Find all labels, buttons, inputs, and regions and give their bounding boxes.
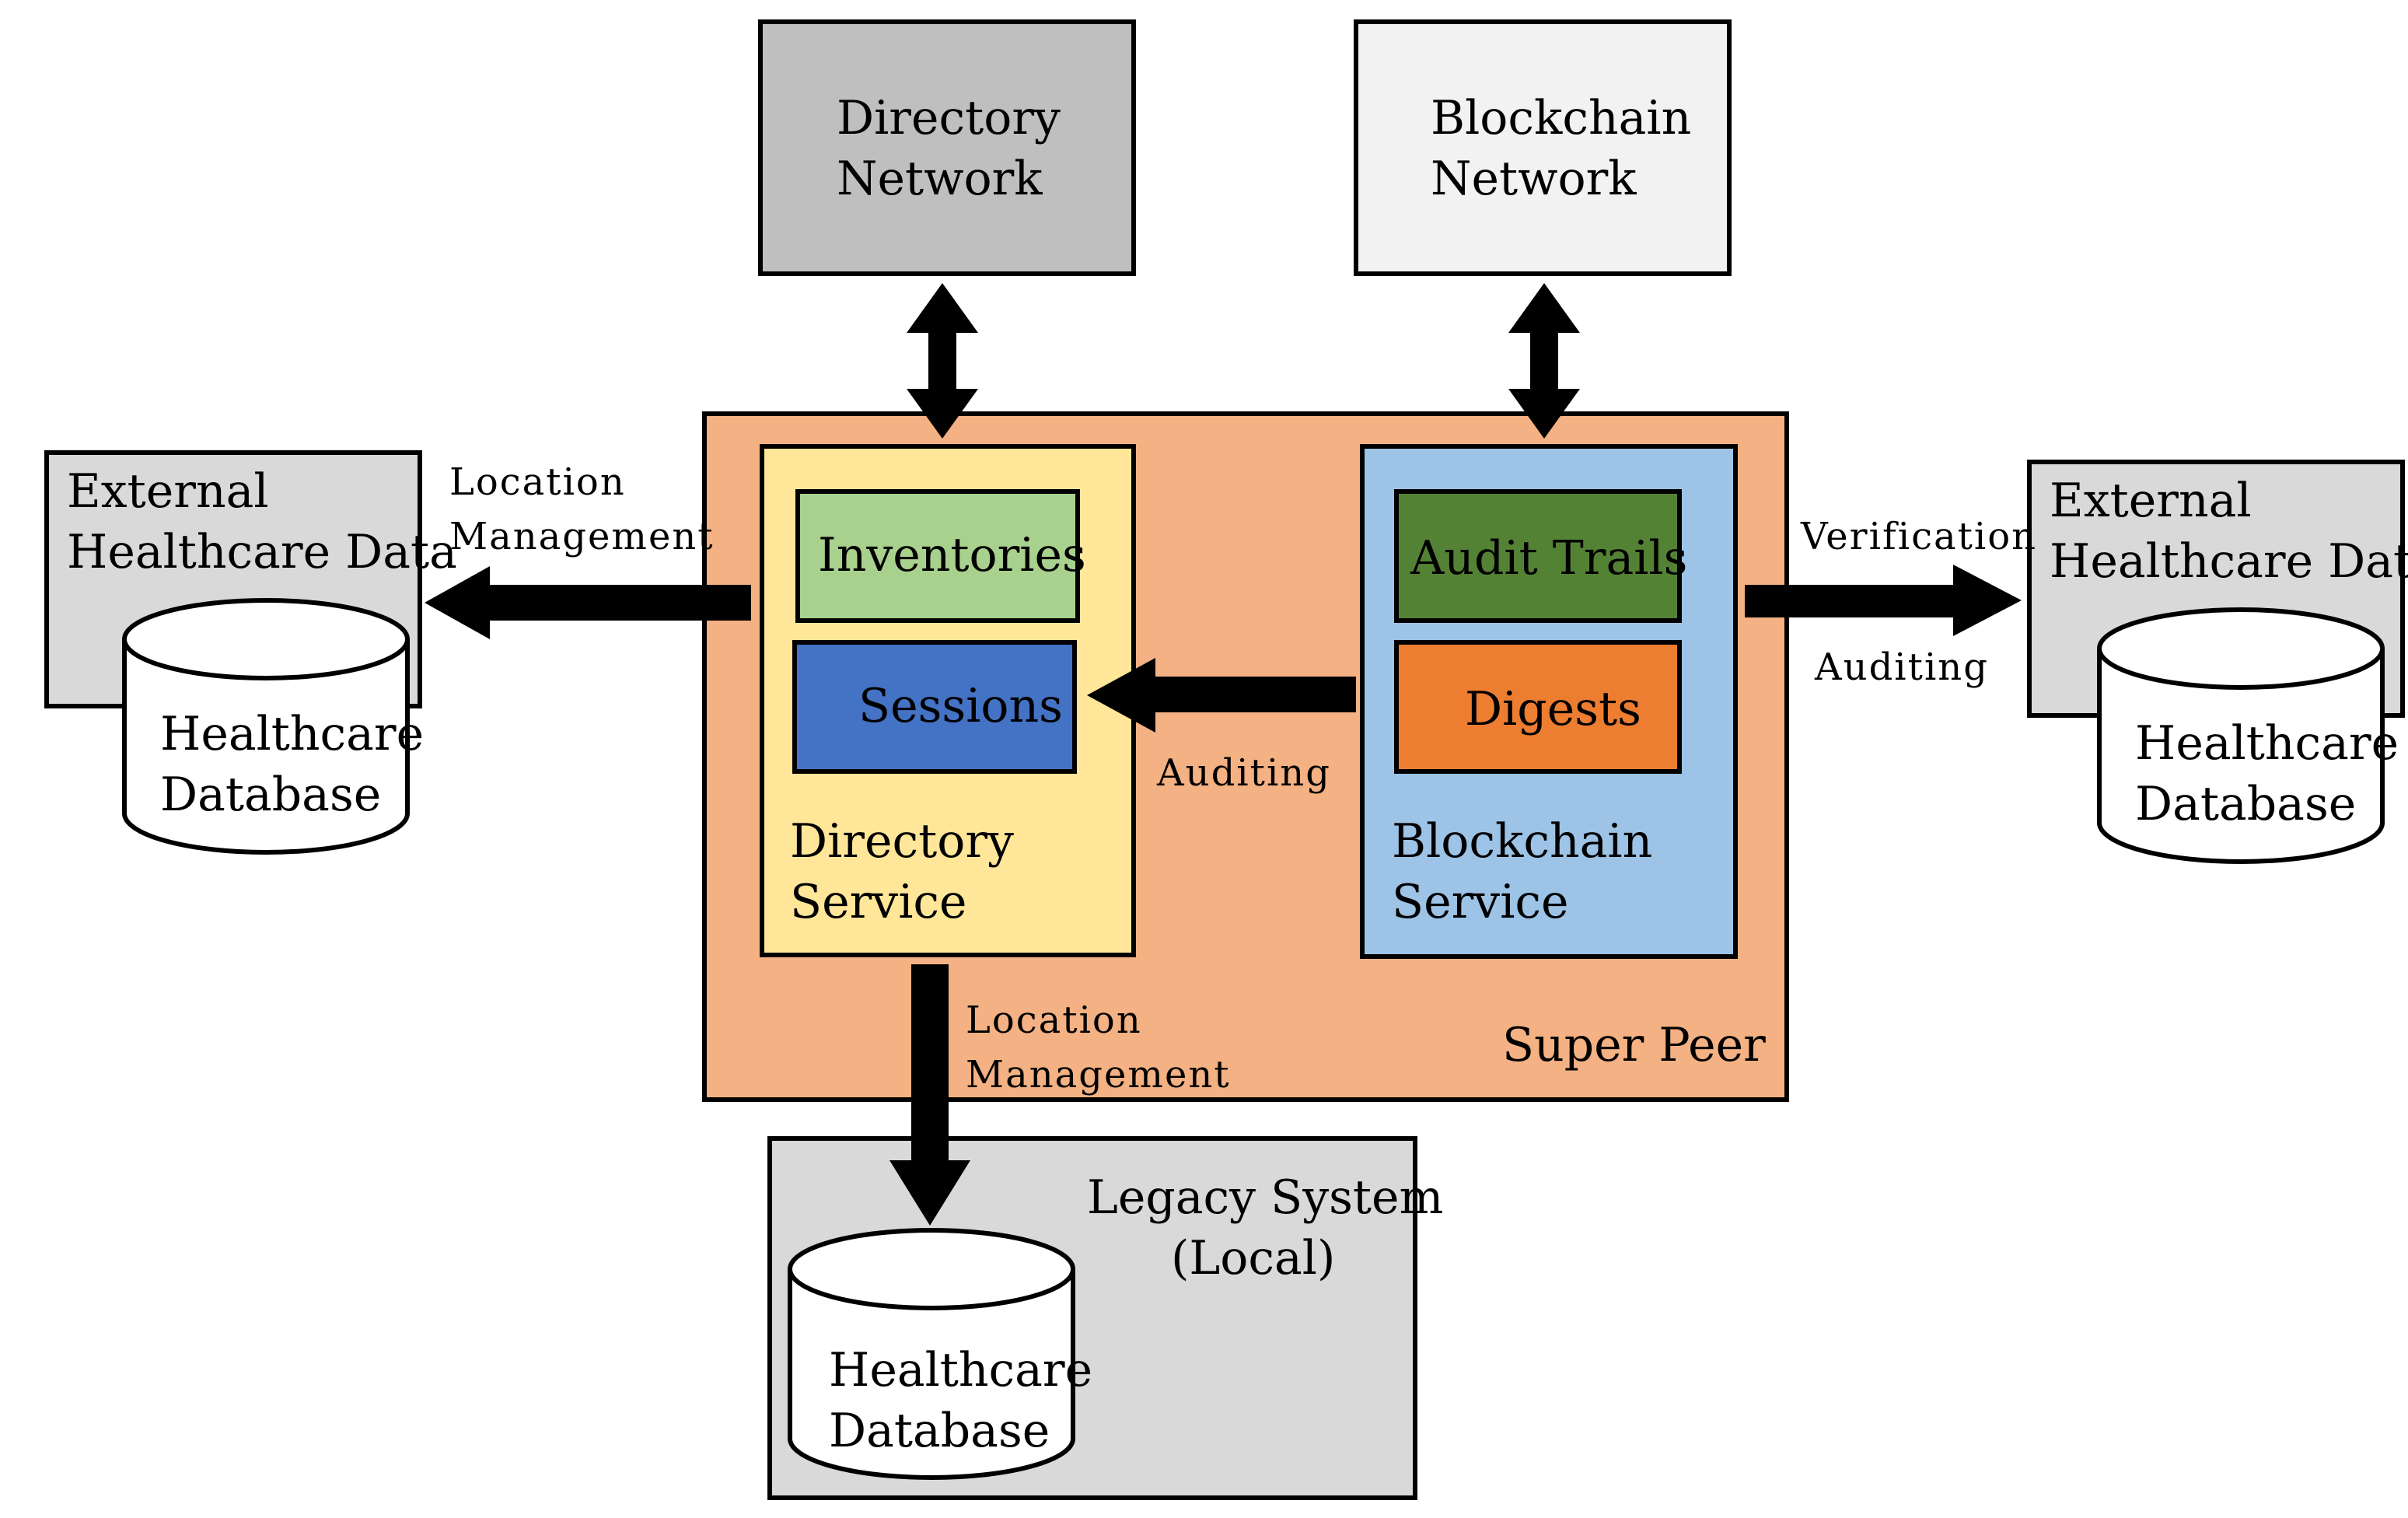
external-healthcare-data-left: External Healthcare Data Healthcare Data… [44, 450, 457, 855]
legacy-database-icon [788, 1228, 1075, 1480]
external-right-database-icon [2097, 607, 2385, 864]
legacy-db-label-line1: Healthcare [829, 1343, 1092, 1397]
directory-network-label-line1: Directory [837, 91, 1061, 145]
blockchain-service-label-line2: Service [1392, 875, 1569, 929]
legacy-system-label-line1: Legacy System [1087, 1170, 1443, 1225]
blockchain-network-node: Blockchain Network [1354, 19, 1732, 276]
super-peer-label: Super Peer [1502, 1018, 1766, 1072]
location-management-left-arrow [425, 566, 751, 639]
directory-service-node: Inventories Sessions Directory Service [760, 444, 1136, 957]
verification-right-arrow [1745, 565, 2022, 636]
edge-label-bottom-line2: Management [966, 1053, 1231, 1097]
external-left-db-label-line2: Database [160, 768, 381, 822]
directory-network-box [758, 19, 1136, 276]
directory-service-label-line1: Directory [790, 814, 1014, 869]
digests-box [1394, 640, 1682, 774]
external-healthcare-data-right: External Healthcare Data Healthcare Data… [2027, 460, 2408, 864]
auditing-center-arrow [1087, 658, 1356, 733]
directory-network-label-line2: Network [837, 152, 1043, 206]
sessions-box [792, 640, 1077, 774]
external-left-database-icon [122, 598, 410, 855]
inventories-box [795, 489, 1080, 623]
blockchain-network-label-line2: Network [1431, 152, 1637, 206]
external-left-label-line2: Healthcare Data [67, 525, 457, 579]
audit-trails-label: Audit Trails [1410, 531, 1687, 586]
blockchain-network-label-line1: Blockchain [1431, 91, 1691, 145]
edge-label-right-bottom: Auditing [1814, 645, 1989, 689]
directory-network-node: Directory Network [758, 19, 1136, 276]
external-right-label-line2: Healthcare Data [2050, 534, 2408, 589]
external-right-db-label-line1: Healthcare [2135, 716, 2399, 771]
sessions-label: Sessions [858, 679, 1063, 733]
edge-label-left-line2: Management [449, 515, 715, 558]
blockchain-network-double-arrow [1508, 283, 1580, 439]
edge-label-bottom-line1: Location [966, 999, 1142, 1042]
legacy-system-label-line2: (Local) [1171, 1231, 1335, 1285]
blockchain-service-label-line1: Blockchain [1392, 814, 1652, 869]
inventories-label: Inventories [818, 528, 1086, 582]
edge-label-center: Auditing [1156, 751, 1331, 795]
digests-label: Digests [1465, 682, 1641, 736]
location-management-bottom-arrow [889, 964, 970, 1226]
external-left-db-label-line1: Healthcare [160, 707, 424, 761]
directory-service-label-line2: Service [790, 875, 967, 929]
directory-network-double-arrow [907, 283, 978, 439]
edge-label-right-top: Verification [1800, 515, 2037, 558]
external-right-db-label-line2: Database [2135, 777, 2356, 831]
legacy-db-label-line2: Database [829, 1404, 1050, 1458]
audit-trails-box [1394, 489, 1682, 623]
blockchain-network-box [1354, 19, 1732, 276]
blockchain-service-node: Audit Trails Digests Blockchain Service [1360, 444, 1738, 959]
external-right-label-line1: External [2050, 474, 2252, 528]
external-left-label-line1: External [67, 464, 269, 519]
legacy-system-node: Legacy System (Local) Healthcare Databas… [767, 1136, 1443, 1500]
edge-label-left-line1: Location [449, 460, 626, 504]
